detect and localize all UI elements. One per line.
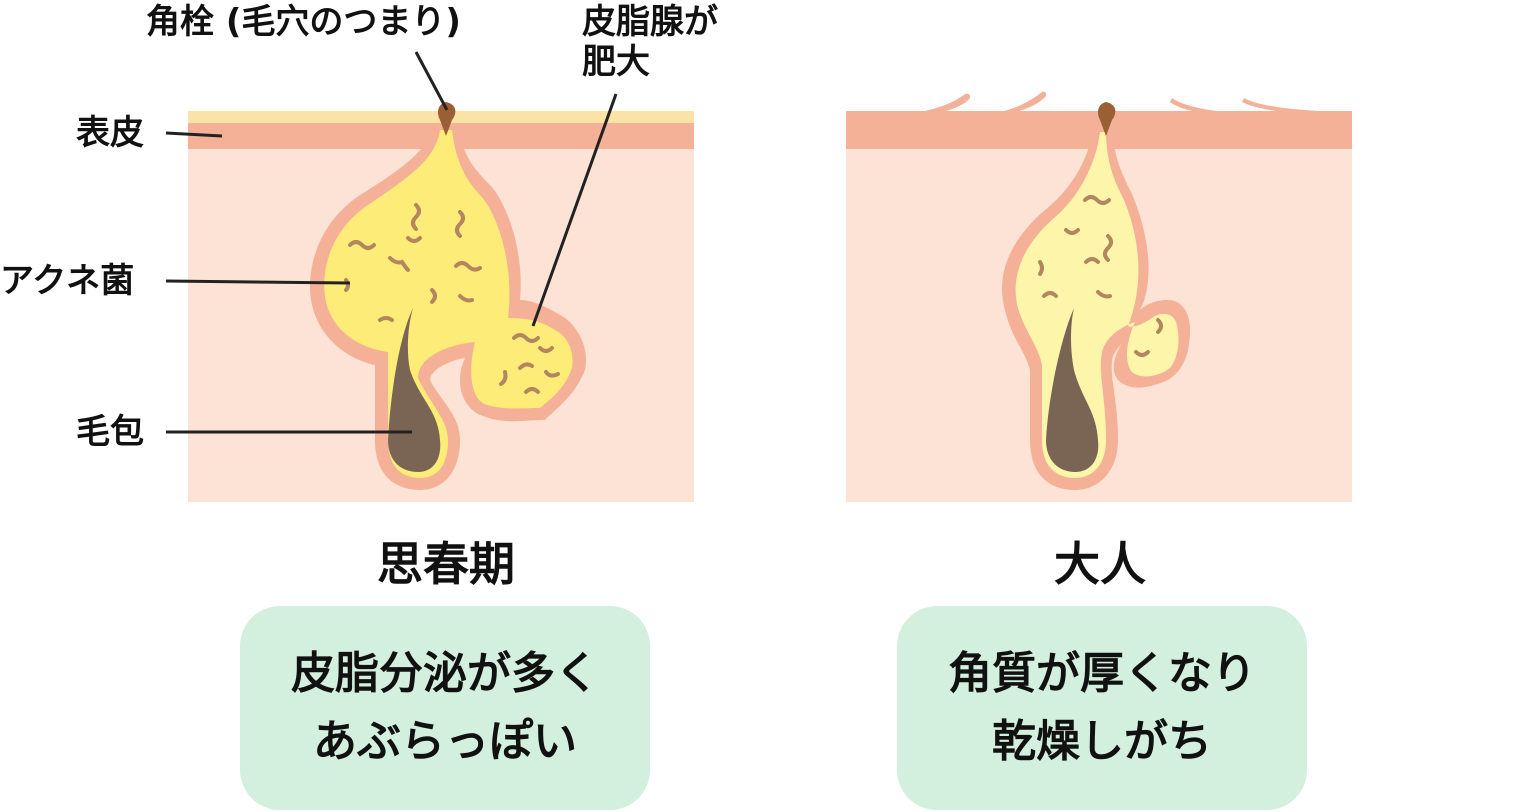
panel-desc-teen-line1: 皮脂分泌が多く — [291, 648, 599, 699]
label-hishisen-line2: 肥大 — [582, 42, 650, 82]
teen-bacteria — [344, 203, 560, 394]
adult-skin-diagram — [846, 91, 1352, 502]
panel-desc-teen-line2: あぶらっぽい — [313, 716, 577, 767]
adult-bacteria — [1038, 195, 1163, 357]
panel-desc-adult-line1: 角質が厚くなり — [948, 648, 1256, 699]
panel-title-teen: 思春期 — [377, 537, 515, 591]
label-hishisen-line1: 皮脂腺が — [582, 2, 718, 42]
teen-follicle-sebum — [324, 130, 573, 478]
adult-flaking-keratin — [920, 91, 1340, 114]
label-hishisen: 皮脂腺が 肥大 — [582, 2, 718, 82]
leader-hyohi — [165, 131, 223, 138]
label-acne: アクネ菌 — [0, 261, 135, 301]
panel-desc-adult: 角質が厚くなり 乾燥しがち — [897, 606, 1307, 810]
panel-desc-adult-line2: 乾燥しがち — [992, 716, 1212, 767]
adult-plug — [1098, 102, 1116, 136]
teen-skin-diagram — [188, 102, 694, 502]
label-hyohi: 表皮 — [76, 113, 144, 153]
teen-plug — [438, 102, 456, 136]
leader-hishisen — [531, 93, 618, 327]
leader-acne — [165, 279, 351, 285]
label-kakusen: 角栓 (毛穴のつまり) — [146, 2, 461, 42]
leader-lines — [165, 51, 618, 434]
adult-hair — [1046, 308, 1099, 472]
panel-desc-teen: 皮脂分泌が多く あぶらっぽい — [240, 606, 650, 810]
label-mouhou: 毛包 — [76, 412, 144, 452]
leader-kakusen — [414, 51, 449, 111]
panel-title-adult: 大人 — [1054, 537, 1146, 591]
